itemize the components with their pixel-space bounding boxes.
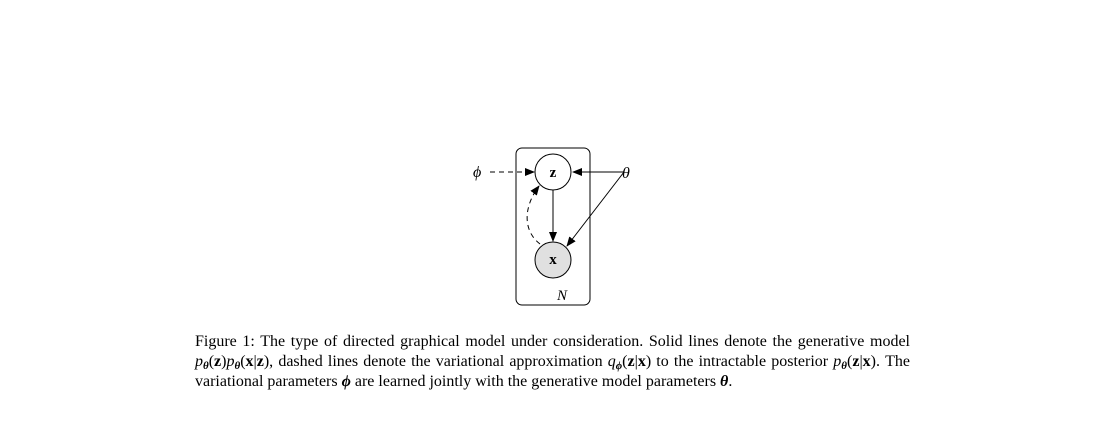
node-z-circle	[534, 153, 572, 191]
figure-caption: Figure 1: The type of directed graphical…	[195, 333, 910, 390]
param-theta-label: θ	[622, 165, 630, 182]
edge-theta-to-x	[566, 171, 625, 247]
edge-x-to-z-dashed	[526, 185, 541, 245]
node-z-label: z	[550, 165, 557, 181]
plate-rectangle	[515, 147, 591, 306]
node-x-label: x	[549, 252, 557, 268]
graphical-model-figure: N z x ϕ θ	[473, 147, 630, 306]
node-x-circle	[534, 241, 572, 279]
plate-label: N	[556, 288, 568, 304]
param-phi-label: ϕ	[473, 164, 481, 181]
